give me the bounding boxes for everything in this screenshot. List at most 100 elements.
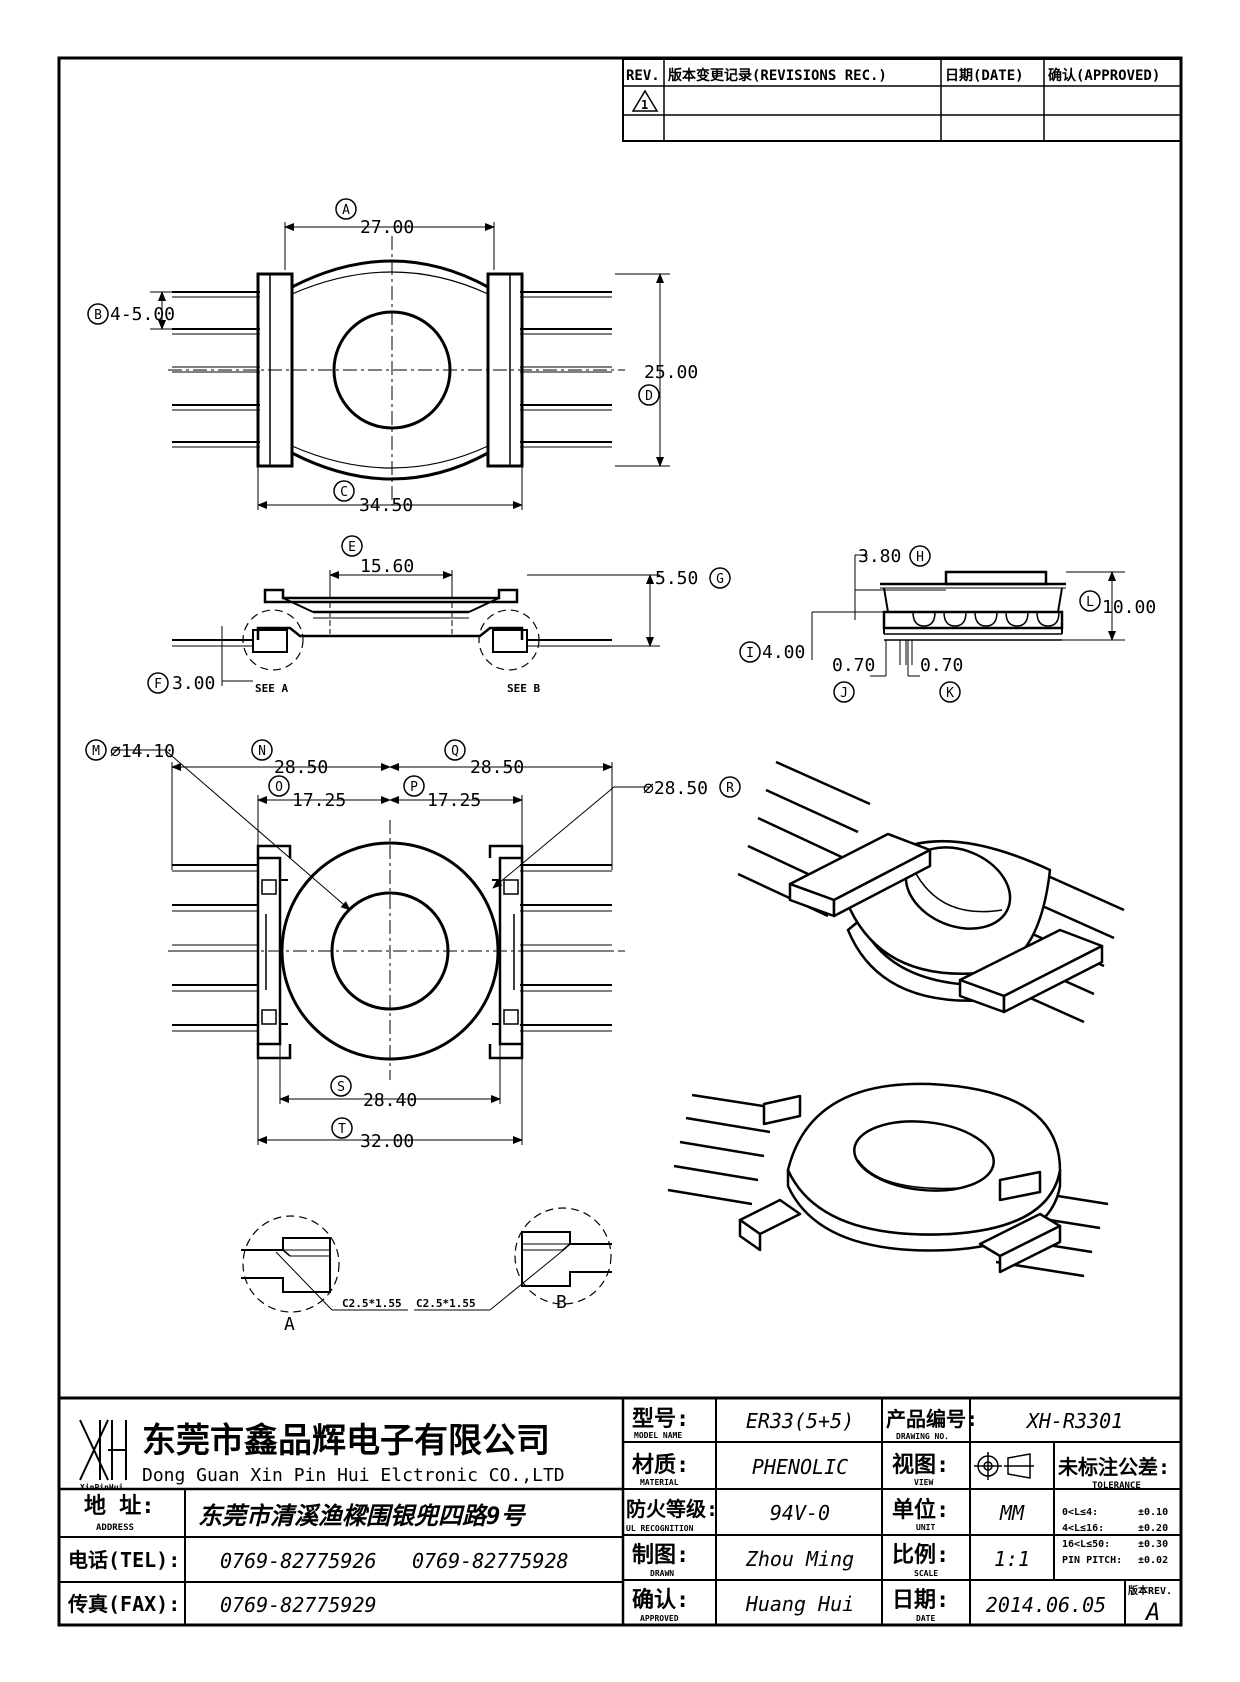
svg-text:±0.20: ±0.20 — [1138, 1523, 1168, 1534]
dim-t: T 32.00 — [331, 1117, 414, 1152]
dim-r: ⌀28.50 R — [643, 776, 741, 799]
dim-e: E 15.60 — [341, 535, 414, 577]
svg-text:F: F — [154, 677, 162, 692]
svg-text:XinPinHui: XinPinHui — [80, 1482, 124, 1492]
svg-text:O: O — [275, 780, 283, 795]
address-value: 东莞市清溪渔樑围银兜四路9号 — [198, 1502, 526, 1530]
dim-o: O 17.25 — [268, 775, 346, 811]
svg-text:S: S — [337, 1080, 345, 1095]
svg-text:G: G — [716, 572, 724, 587]
svg-text:15.60: 15.60 — [360, 556, 414, 577]
svg-text:32.00: 32.00 — [360, 1131, 414, 1152]
approved-value: Huang Hui — [745, 1592, 854, 1616]
svg-text:28.40: 28.40 — [363, 1090, 417, 1111]
drawn-value: Zhou Ming — [745, 1547, 854, 1571]
svg-text:27.00: 27.00 — [360, 217, 414, 238]
svg-text:0<L≤4:: 0<L≤4: — [1062, 1507, 1098, 1518]
svg-text:L: L — [1086, 595, 1094, 610]
dim-b: B 4-5.00 — [87, 303, 175, 325]
drawing-no-value: XH-R3301 — [1025, 1409, 1123, 1433]
svg-text:±0.30: ±0.30 — [1138, 1539, 1168, 1550]
model-label: 型号: — [632, 1407, 689, 1432]
svg-text:17.25: 17.25 — [292, 790, 346, 811]
detail-a-note: C2.5*1.55 — [342, 1297, 402, 1310]
svg-text:C: C — [340, 485, 348, 500]
svg-text:H: H — [916, 550, 924, 565]
svg-text:J: J — [840, 686, 848, 701]
approved-label-en: APPROVED — [640, 1614, 679, 1623]
svg-text:I: I — [746, 646, 754, 661]
model-value: ER33(5+5) — [746, 1409, 854, 1433]
address-label-en: ADDRESS — [96, 1523, 134, 1533]
svg-text:±0.02: ±0.02 — [1138, 1555, 1168, 1566]
bottom-view — [168, 820, 625, 1080]
svg-text:P: P — [410, 780, 418, 795]
tel-value-1: 0769-82775926 — [220, 1549, 377, 1573]
company-logo: XinPinHui — [79, 1419, 127, 1492]
side-view — [172, 588, 612, 671]
svg-text:R: R — [726, 781, 734, 796]
svg-text:3.80: 3.80 — [858, 546, 901, 567]
date-label-en: DATE — [916, 1614, 935, 1623]
svg-text:5.50: 5.50 — [655, 568, 698, 589]
svg-text:B: B — [94, 308, 102, 323]
ul-label: 防火等级: — [626, 1497, 718, 1521]
dim-m: M ⌀14.10 — [85, 739, 175, 762]
detail-b — [414, 1207, 612, 1311]
unit-label: 单位: — [892, 1497, 949, 1523]
ul-label-en: UL RECOGNITION — [626, 1524, 694, 1533]
dim-j: 0.70 J — [832, 655, 875, 703]
drawn-label: 制图: — [632, 1543, 689, 1568]
dim-h: 3.80 H — [858, 545, 931, 567]
revisions-header: 版本变更记录(REVISIONS REC.) — [668, 67, 887, 84]
svg-text:E: E — [348, 540, 356, 555]
rev-value: A — [1144, 1598, 1160, 1626]
see-a-callout: SEE A — [255, 682, 288, 695]
svg-text:34.50: 34.50 — [359, 495, 413, 516]
svg-text:⌀28.50: ⌀28.50 — [643, 778, 708, 799]
svg-text:0.70: 0.70 — [920, 655, 963, 676]
detail-b-label: B — [556, 1292, 567, 1313]
svg-text:4-5.00: 4-5.00 — [110, 304, 175, 325]
material-value: PHENOLIC — [752, 1455, 848, 1479]
first-angle-projection-icon — [974, 1452, 1034, 1480]
unit-value: MM — [999, 1501, 1025, 1525]
dim-c: C 34.50 — [333, 480, 413, 516]
svg-text:16<L≤50:: 16<L≤50: — [1062, 1539, 1110, 1550]
dim-q: Q 28.50 — [444, 739, 524, 778]
svg-text:A: A — [342, 203, 350, 218]
isometric-view-bottom — [667, 1082, 1109, 1278]
rev-label: 版本REV. — [1128, 1584, 1172, 1597]
dim-p: P 17.25 — [403, 775, 481, 811]
scale-label: 比例: — [892, 1543, 949, 1568]
tel-value-2: 0769-82775928 — [412, 1549, 569, 1573]
see-b-callout: SEE B — [507, 682, 540, 695]
end-view — [880, 570, 1066, 665]
svg-text:Q: Q — [451, 744, 459, 759]
rev-header: REV. — [626, 68, 660, 84]
drawn-label-en: DRAWN — [650, 1569, 674, 1578]
svg-text:K: K — [946, 686, 954, 701]
view-label-en: VIEW — [914, 1478, 933, 1487]
dim-k: 0.70 K — [920, 655, 963, 703]
fax-value: 0769-82775929 — [220, 1593, 377, 1617]
ul-value: 94V-0 — [770, 1501, 830, 1525]
date-header: 日期(DATE) — [945, 68, 1024, 84]
sheet-border — [57, 56, 1183, 1627]
approved-label: 确认: — [632, 1587, 689, 1613]
revision-triangle-icon — [631, 89, 659, 112]
fax-label: 传真(FAX): — [67, 1592, 180, 1616]
svg-text:⌀14.10: ⌀14.10 — [110, 741, 175, 762]
dim-a: A 27.00 — [335, 198, 414, 238]
svg-text:0.70: 0.70 — [832, 655, 875, 676]
material-label: 材质: — [632, 1453, 689, 1478]
company-name-en: Dong Guan Xin Pin Hui Elctronic CO.,LTD — [142, 1465, 565, 1486]
title-block — [59, 1396, 1181, 1625]
unit-label-en: UNIT — [916, 1523, 935, 1532]
dim-l: L 10.00 — [1079, 590, 1156, 618]
approved-header: 确认(APPROVED) — [1048, 67, 1160, 84]
scale-label-en: SCALE — [914, 1569, 938, 1578]
svg-text:25.00: 25.00 — [644, 362, 698, 383]
svg-text:M: M — [92, 744, 100, 759]
